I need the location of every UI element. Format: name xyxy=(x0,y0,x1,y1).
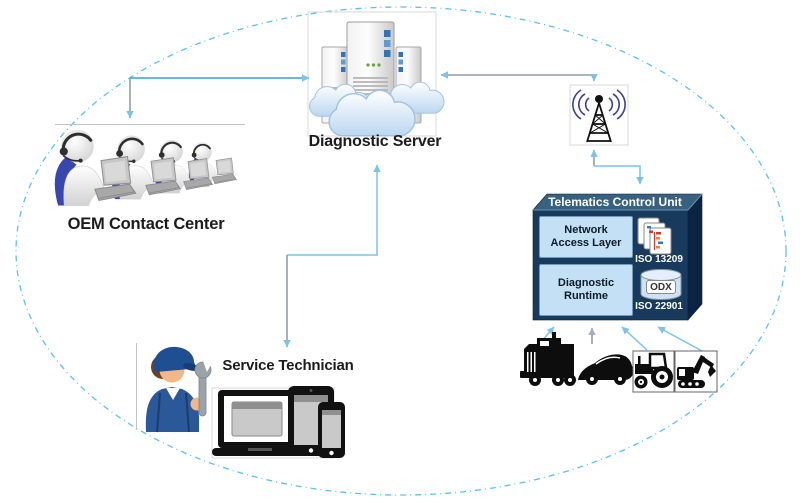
diagnostic-server-label: Diagnostic Server xyxy=(308,133,442,150)
iso-22901-label: ISO 22901 xyxy=(635,301,683,312)
boundary-ellipse xyxy=(15,6,787,496)
radio-tower-icon xyxy=(572,89,626,143)
laptop-icon xyxy=(212,390,310,456)
connector-tractor-to-tcu xyxy=(621,326,648,351)
iso-13209-label: ISO 13209 xyxy=(635,254,683,265)
odx-label: ODX xyxy=(646,280,676,294)
call-center-agents-icon xyxy=(53,129,238,208)
vehicles xyxy=(520,332,718,393)
car-icon xyxy=(578,354,634,385)
tcu-title: Telematics Control Unit xyxy=(548,195,682,209)
mechanic-icon xyxy=(145,346,213,433)
connectors xyxy=(126,71,703,352)
wrench-icon xyxy=(194,361,213,417)
service-technician-label: Service Technician xyxy=(222,357,354,374)
excavator-icon xyxy=(674,350,718,393)
connector-excavator-to-tcu xyxy=(657,326,703,352)
oem-contact-center-label: OEM Contact Center xyxy=(67,215,225,233)
connector-antenna-to-tcu xyxy=(594,165,644,185)
phone-icon xyxy=(318,402,345,458)
server-cloud-icon xyxy=(309,21,445,137)
laptop-tablet-phone-icon xyxy=(212,386,345,458)
network-access-layer-box: Network Access Layer xyxy=(539,216,633,258)
truck-icon xyxy=(520,332,576,386)
cloud-icon xyxy=(309,81,445,137)
diagnostic-runtime-box: Diagnostic Runtime xyxy=(539,264,633,316)
otx-documents-icon xyxy=(637,217,672,255)
tractor-icon xyxy=(632,350,675,393)
